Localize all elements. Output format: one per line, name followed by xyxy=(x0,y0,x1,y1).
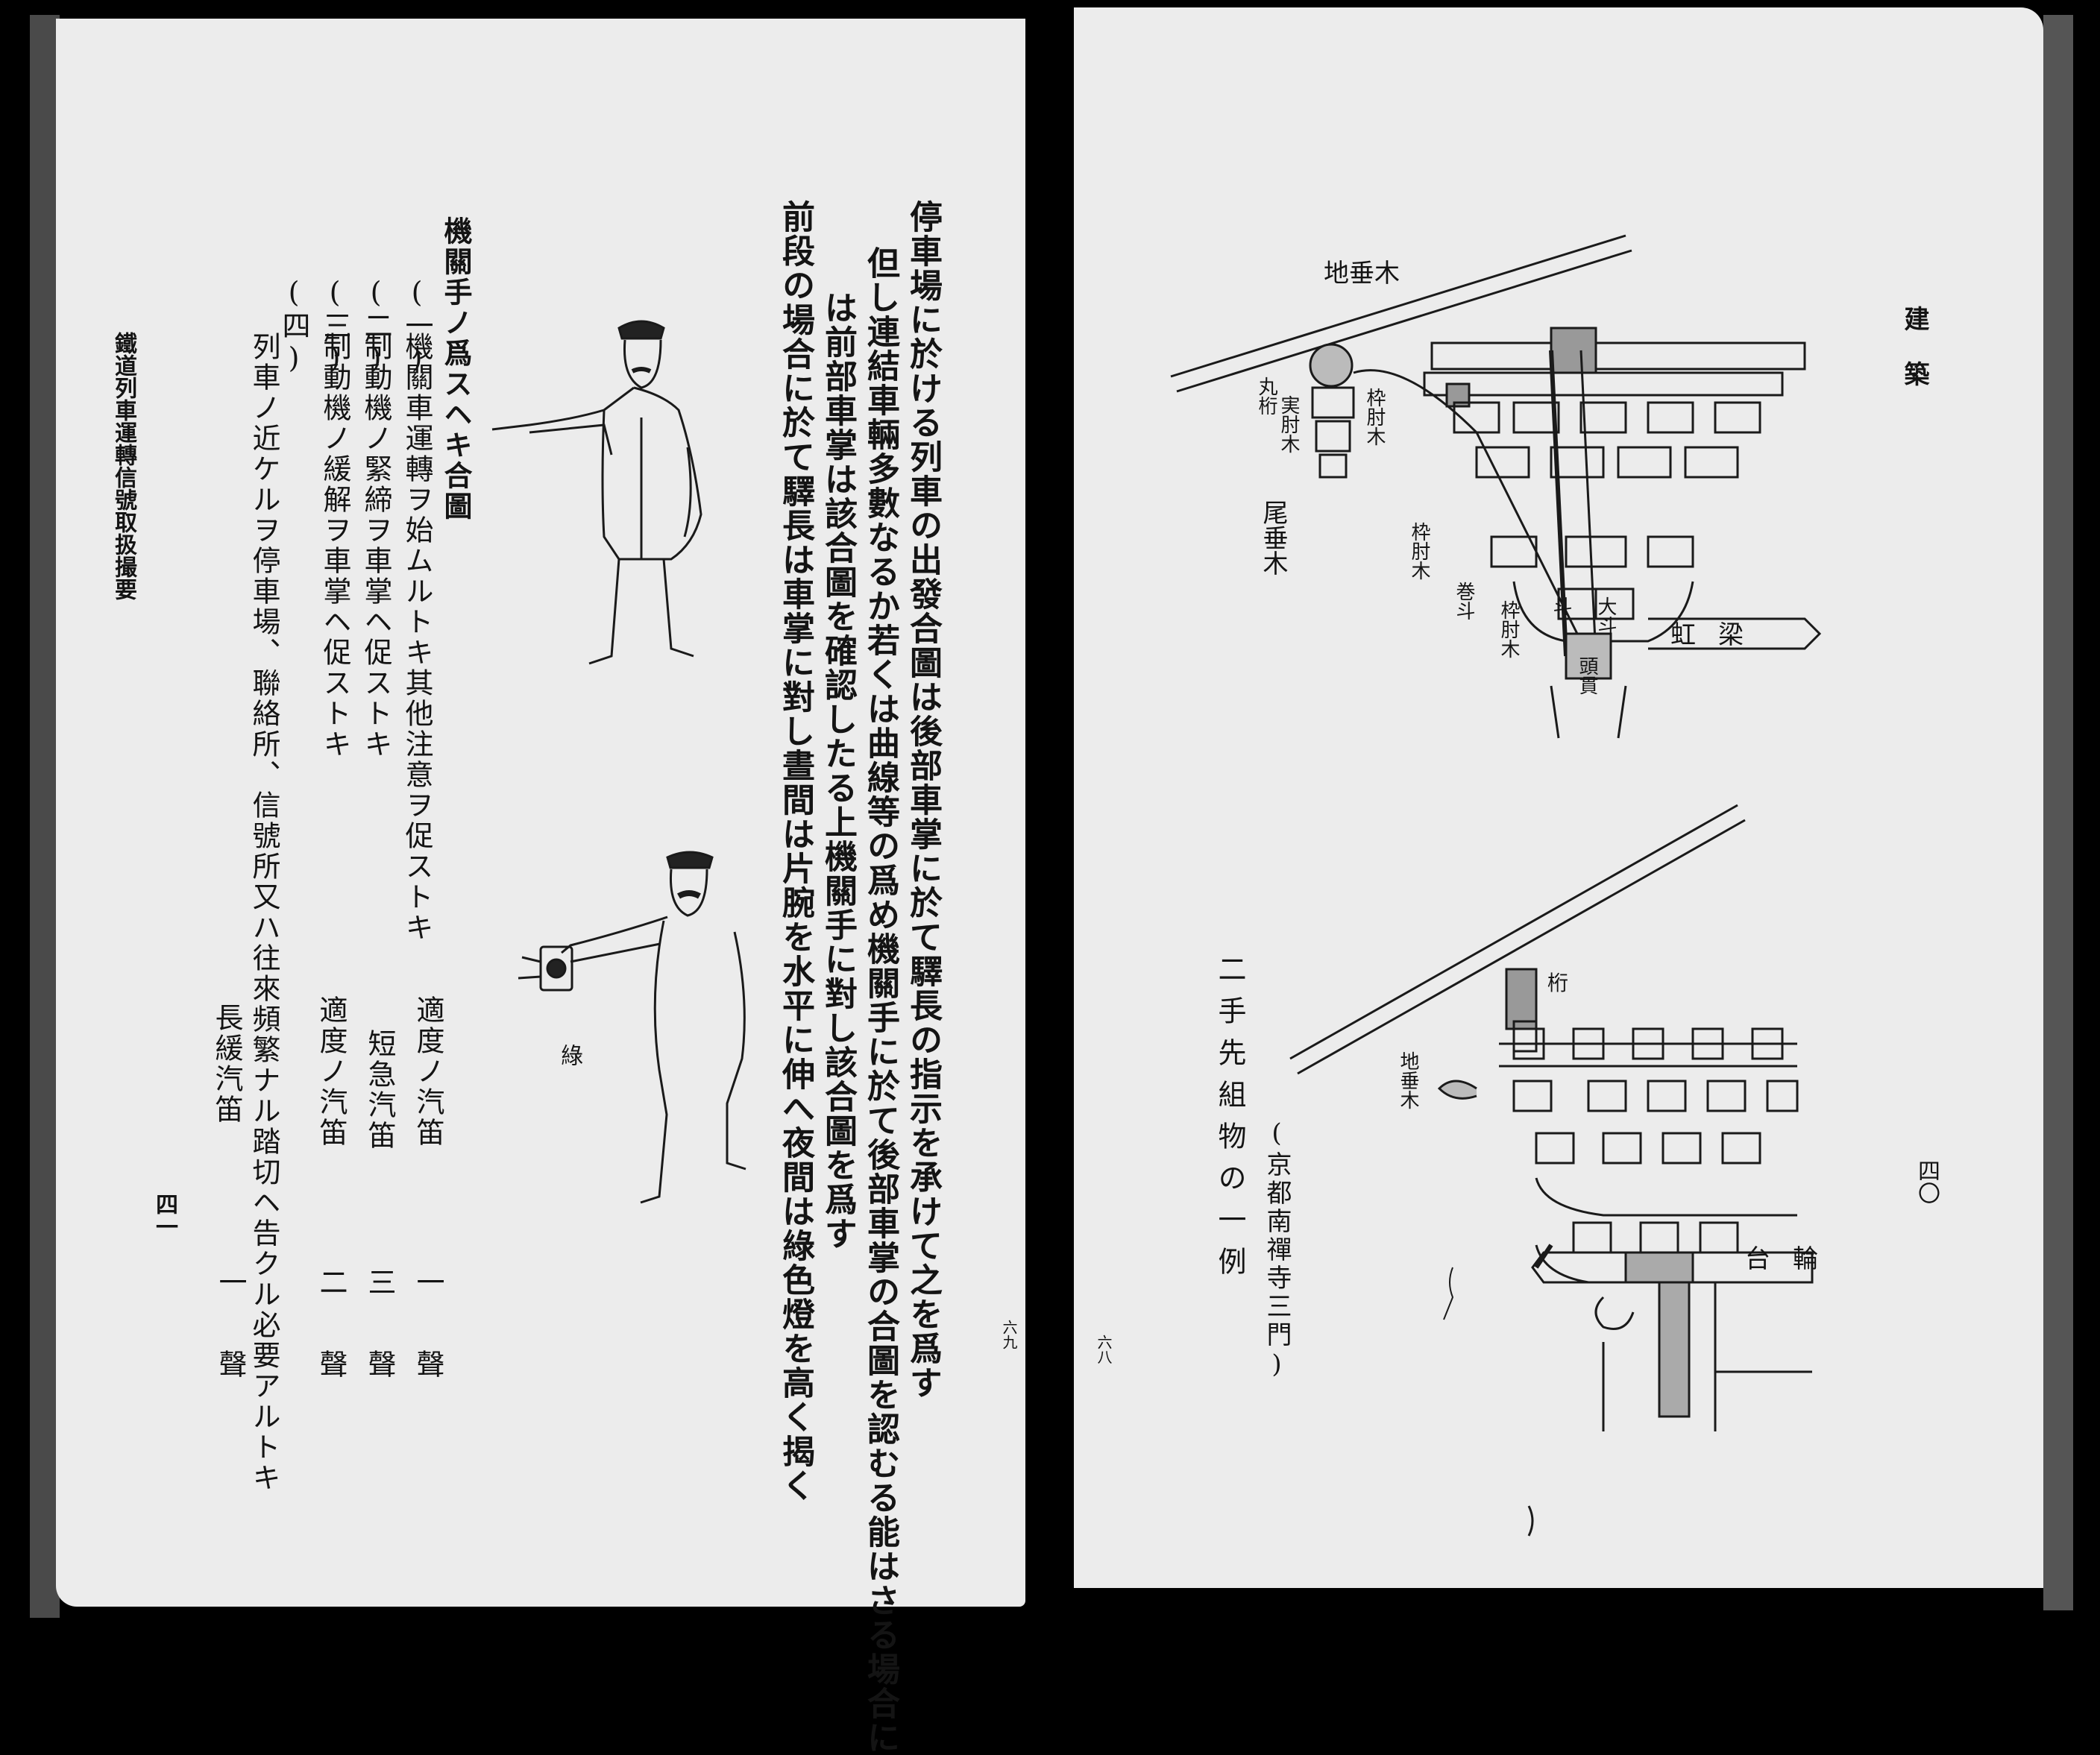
left-running-head: 鐵道列車運轉信號取扱撮要 xyxy=(110,332,136,600)
label-kahijiki: 枠肘木 xyxy=(1363,388,1386,446)
item-4-count: 一 xyxy=(214,1267,247,1298)
item-3-count: 二 xyxy=(315,1267,348,1298)
book-edge-left xyxy=(30,15,60,1618)
item-3-text: 制動機ノ緩解ヲ車掌ヘ促ストキ xyxy=(318,332,351,760)
item-3-unit: 聲 xyxy=(315,1349,348,1380)
right-page xyxy=(1074,7,2043,1588)
label-ji-daruki-top: 地垂木 xyxy=(1324,259,1400,289)
item-2-signal: 短急汽笛 xyxy=(363,1029,396,1151)
item-1-count: 一 xyxy=(412,1267,444,1298)
item-3-signal: 適度ノ汽笛 xyxy=(315,995,348,1148)
figure-label-green: 綠 xyxy=(556,1044,582,1066)
label-maru-gyo: 丸桁 xyxy=(1255,376,1277,415)
item-2-unit: 聲 xyxy=(363,1349,396,1380)
conductor-figure-day xyxy=(491,320,702,665)
label-obi-daruki: 尾垂木 xyxy=(1258,500,1288,576)
item-2-num: (二) xyxy=(359,276,392,376)
right-running-head: 建築 xyxy=(1899,306,1929,416)
right-gutter-number: 六八 xyxy=(1095,1335,1113,1364)
caption-sub: (京都南禪寺三門) xyxy=(1262,1118,1292,1382)
label-daiwa: 台輪 xyxy=(1745,1244,1840,1274)
label-daito: 大斗 xyxy=(1594,596,1617,635)
label-kashiranuki: 頭貫 xyxy=(1576,656,1598,695)
right-page-number: 四〇 xyxy=(1914,1159,1940,1204)
caption-main: 二手先組物の一例 xyxy=(1213,954,1246,1288)
item-4-signal: 長緩汽笛 xyxy=(210,1003,243,1125)
label-ji-daruki-bottom: 地垂木 xyxy=(1397,1051,1419,1109)
paragraph-2: 但し連結車輛多數なるか若くは曲線等の爲め機關手に於て後部車掌の合圖を認むる能はさ… xyxy=(861,246,899,1755)
conductor-figure-night xyxy=(518,851,746,1204)
paragraph-4: 前段の場合に於て驛長は車掌に對し晝間は片腕を水平に伸へ夜間は綠色燈を高く揭く xyxy=(776,200,814,1503)
left-page-number: 四一 xyxy=(151,1193,177,1238)
item-4-text: 列車ノ近ケルヲ停車場、聯絡所、信號所又ハ往來頻繁ナル踏切ヘ告クル必要アルトキ xyxy=(248,332,280,1493)
item-4-unit: 聲 xyxy=(214,1349,247,1380)
label-keta: 桁 xyxy=(1547,971,1569,995)
bracket-diagram-bottom xyxy=(1289,804,1814,1537)
item-4-num: (四) xyxy=(277,276,310,376)
label-hijiki-a: 枠肘木 xyxy=(1408,522,1430,580)
label-makito: 巻斗 xyxy=(1453,582,1475,620)
paragraph-1: 停車場に於ける列車の出發合圖は後部車掌に於て驛長の指示を承けて之を爲す xyxy=(904,200,942,1400)
bracket-diagram-top xyxy=(1170,234,1822,739)
left-gutter-number: 六九 xyxy=(1000,1320,1018,1349)
item-1-unit: 聲 xyxy=(412,1349,444,1380)
label-hijiki-b: 枠肘木 xyxy=(1497,600,1520,658)
item-1-num: (一) xyxy=(400,276,433,376)
item-3-num: (三) xyxy=(318,276,351,376)
item-1-signal: 適度ノ汽笛 xyxy=(412,995,444,1148)
item-2-text: 制動機ノ緊締ヲ車掌ヘ促ストキ xyxy=(359,332,392,760)
section-title: 機關手ノ爲スヘキ合圖 xyxy=(439,216,473,522)
book-edge-right xyxy=(2043,15,2073,1610)
left-page xyxy=(56,19,1025,1607)
label-jitsu-hijiki: 実肘木 xyxy=(1277,395,1300,453)
label-kouryou: 虹梁 xyxy=(1670,620,1766,650)
item-1-text: 機關車運轉ヲ始ムルトキ其他注意ヲ促ストキ xyxy=(400,332,433,943)
book-binding xyxy=(1025,0,1074,1646)
paragraph-3: は前部車掌は該合圖を確認したる上機關手に對し該合圖を爲す xyxy=(819,291,857,1251)
item-2-count: 三 xyxy=(363,1267,396,1298)
label-to: 斗 xyxy=(1550,596,1572,616)
